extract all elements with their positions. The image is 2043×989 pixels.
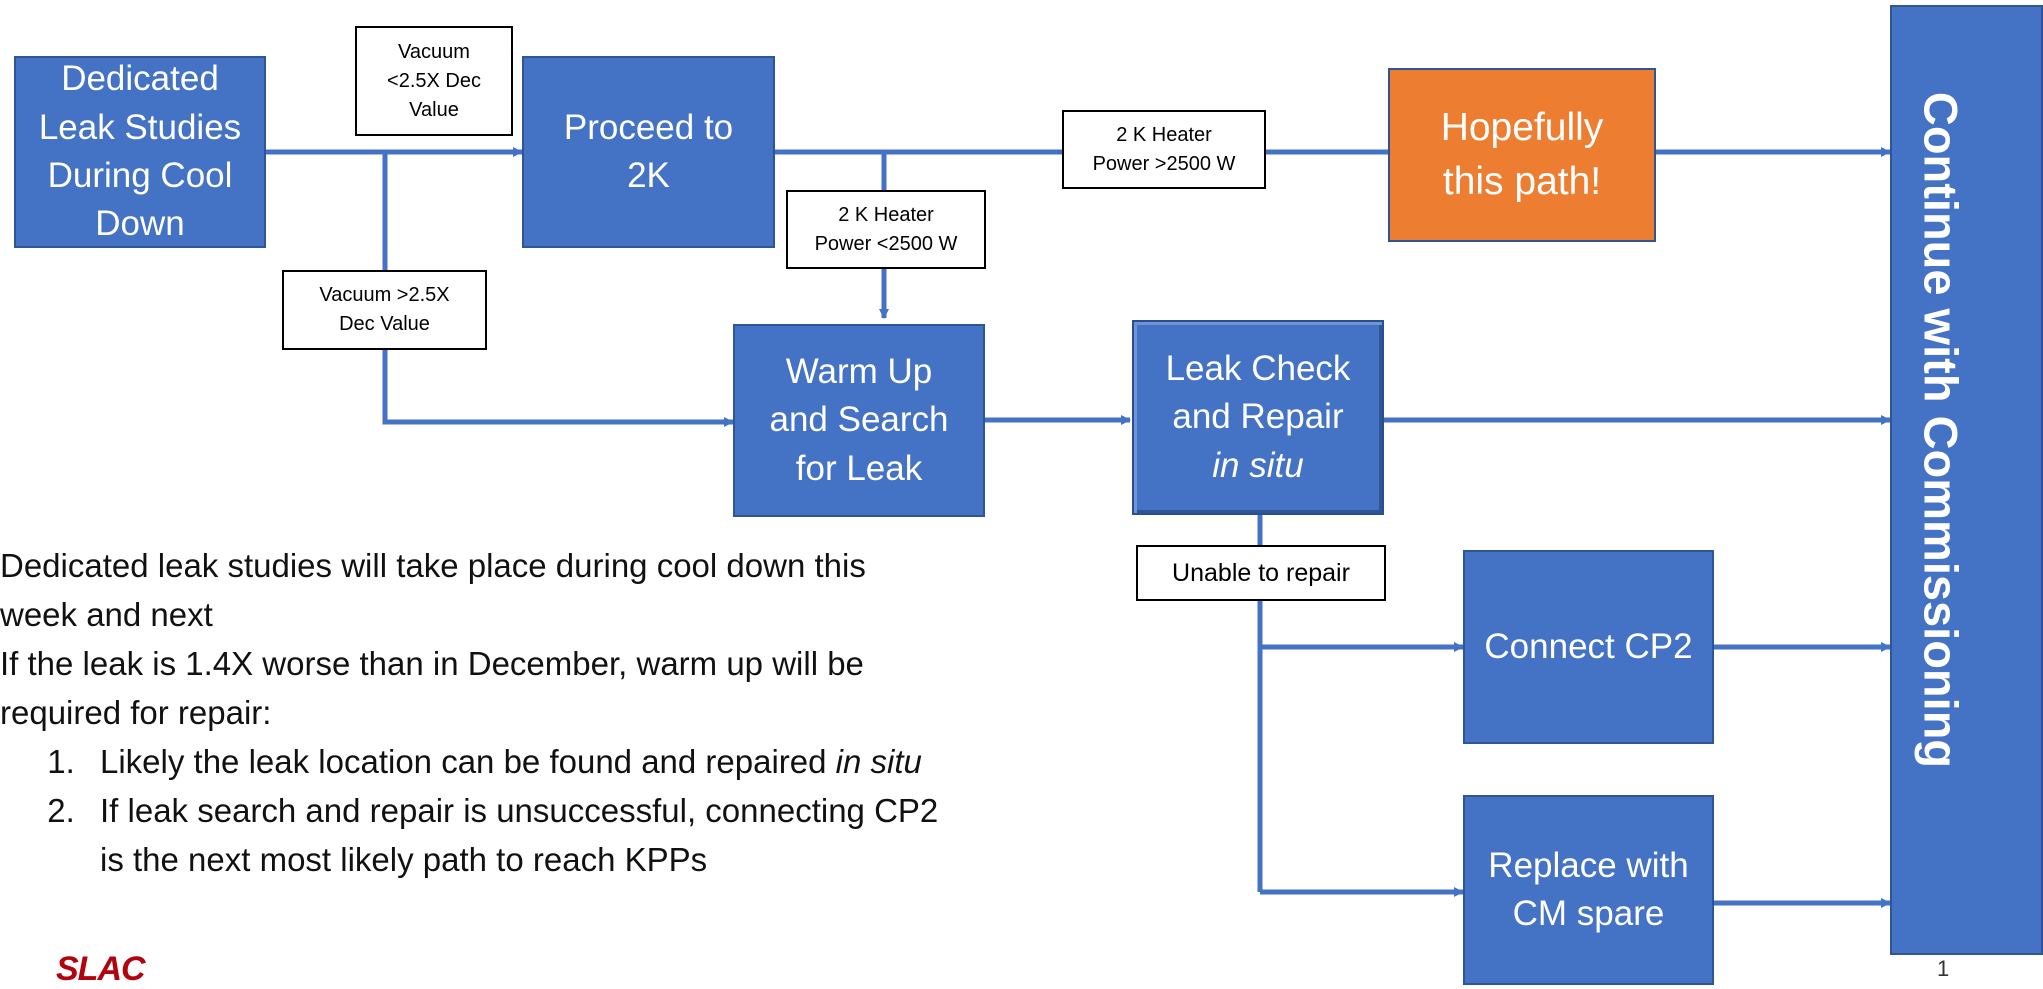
label-heater-low: 2 K Heater Power <2500 W: [786, 190, 986, 269]
node-leak-check-repair: Leak Check and Repair in situ: [1132, 320, 1384, 515]
notes-text: Dedicated leak studies will take place d…: [0, 541, 1000, 884]
notes-list-item-1: Likely the leak location can be found an…: [84, 737, 954, 786]
node-continue-commissioning: [1890, 5, 2043, 955]
arrow-vacuum-high-to-warmup: [382, 152, 734, 427]
notes-list-item-2: If leak search and repair is unsuccessfu…: [84, 786, 954, 884]
notes-paragraph-1: Dedicated leak studies will take place d…: [0, 547, 866, 633]
continue-commissioning-label: Continue with Commissioning: [1914, 91, 1968, 769]
slac-logo: SLAC: [56, 950, 146, 988]
label-vacuum-high: Vacuum >2.5X Dec Value: [282, 270, 487, 350]
node-replace-with-spare: Replace with CM spare: [1463, 795, 1714, 985]
node-hopefully-this-path: Hopefully this path!: [1388, 68, 1656, 242]
page-number: 1: [1937, 956, 1950, 981]
node-dedicated-leak-studies: Dedicated Leak Studies During Cool Down: [14, 56, 266, 248]
node-proceed-to-2k: Proceed to 2K: [522, 56, 775, 248]
node-connect-cp2: Connect CP2: [1463, 550, 1714, 744]
node-warm-up-search: Warm Up and Search for Leak: [733, 324, 985, 517]
label-heater-high: 2 K Heater Power >2500 W: [1062, 110, 1266, 189]
label-unable-to-repair: Unable to repair: [1136, 545, 1386, 601]
notes-paragraph-2: If the leak is 1.4X worse than in Decemb…: [0, 645, 864, 731]
label-vacuum-low: Vacuum <2.5X Dec Value: [355, 26, 513, 136]
notes-list: Likely the leak location can be found an…: [0, 737, 954, 884]
